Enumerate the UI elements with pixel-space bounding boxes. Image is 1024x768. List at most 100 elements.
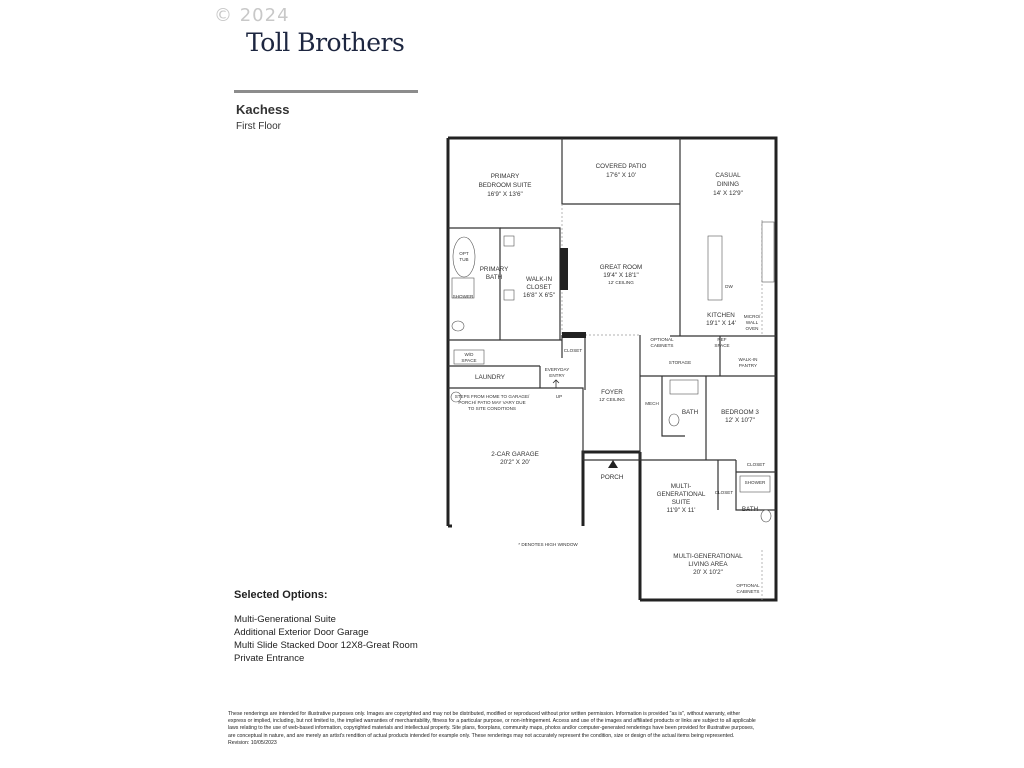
multigen-suite-label-2: GENERATIONAL [657,491,706,498]
svg-text:STEPS FROM HOME TO GARAGE/: STEPS FROM HOME TO GARAGE/ [455,394,530,399]
walk-in-closet-label: WALK-IN [526,276,552,283]
water-heater-icon [450,391,462,403]
svg-text:CABINETS: CABINETS [651,343,674,348]
svg-text:FOYER: FOYER [601,389,623,396]
bedroom3-dims: 12' X 10'7" [725,417,755,424]
svg-text:REF: REF [717,337,726,342]
svg-text:BATH: BATH [486,274,503,281]
garage-label: 2-CAR GARAGE [491,451,539,458]
great-room-dims: 19'4" X 18'1" [603,272,639,279]
option-item: Multi-Generational Suite [234,614,336,625]
svg-text:PRIMARY: PRIMARY [491,173,520,180]
svg-text:BATH: BATH [742,506,759,513]
svg-text:BEDROOM 3: BEDROOM 3 [721,409,759,416]
exterior-walls [446,136,778,602]
svg-text:20' X 10'2": 20' X 10'2" [693,569,723,576]
svg-text:OVEN: OVEN [745,326,758,331]
primary-suite-label-2: BEDROOM SUITE [479,182,532,189]
svg-text:KITCHEN: KITCHEN [707,312,735,319]
svg-text:MICRO/: MICRO/ [744,314,761,319]
svg-text:11'9" X 11': 11'9" X 11' [667,507,696,514]
multigen-bath-label: BATH [742,506,759,513]
garage-note-3: TO SITE CONDITIONS [468,406,516,411]
svg-text:OPT: OPT [459,251,469,256]
svg-text:MULTI-: MULTI- [671,483,692,490]
casual-dining-label-2: DINING [717,181,739,188]
room-labels: PRIMARY BEDROOM SUITE 16'9" X 13'6" COVE… [453,163,766,594]
tub-icon [452,236,476,278]
selected-options-title: Selected Options: [234,589,328,601]
primary-suite-dims: 16'9" X 13'6" [487,191,523,198]
svg-text:16'8" X 6'5": 16'8" X 6'5" [523,292,555,299]
multigen-suite-label: MULTI- [671,483,692,490]
toilet-icon [760,509,772,523]
primary-bath-label-2: BATH [486,274,503,281]
brand-logo: Toll Brothers [246,28,405,57]
tub-label-2: TUB [459,257,468,262]
legal-disclaimer: These renderings are intended for illust… [228,711,756,746]
svg-text:COVERED PATIO: COVERED PATIO [596,163,647,170]
shower-icon [739,475,771,493]
svg-text:PRIMARY: PRIMARY [480,266,509,273]
ref-space-label: REF [717,337,726,342]
svg-text:12' CEILING: 12' CEILING [599,397,625,402]
kitchen-counter [761,221,775,283]
multigen-suite-dims: 11'9" X 11' [667,507,696,514]
svg-text:STORAGE: STORAGE [669,360,691,365]
svg-text:CABINETS: CABINETS [737,589,760,594]
toilet-icon [668,413,680,427]
laundry-label: LAUNDRY [475,374,506,381]
svg-text:TUB: TUB [459,257,468,262]
shower-icon [451,277,475,299]
micro-oven-label-2: WALL [746,320,759,325]
sink-icon [503,289,515,301]
everyday-entry-label: EVERYDAY [545,367,570,372]
kitchen-island [707,235,723,301]
svg-text:PORCH: PORCH [601,474,624,481]
fireplace-icon [560,248,568,290]
svg-text:14' X 12'9": 14' X 12'9" [713,190,743,197]
primary-suite-label: PRIMARY [491,173,520,180]
svg-text:W/D: W/D [465,352,475,357]
floor-name: First Floor [236,121,281,132]
svg-text:16'9" X 13'6": 16'9" X 13'6" [487,191,523,198]
everyday-entry-label-2: ENTRY [549,373,565,378]
svg-text:WALK-IN: WALK-IN [739,357,758,362]
washer-dryer-icon [453,349,485,365]
kitchen-dims: 19'1" X 14' [706,320,736,327]
storage-label: STORAGE [669,360,691,365]
casual-dining-dims: 14' X 12'9" [713,190,743,197]
multigen-suite-label-3: SUITE [672,499,691,506]
great-room-ceiling: 12' CEILING [608,280,634,285]
svg-text:17'6" X 10': 17'6" X 10' [606,172,636,179]
bath-closet-label: CLOSET [747,462,766,467]
bath-label: BATH [682,409,699,416]
svg-text:SUITE: SUITE [672,499,691,506]
svg-text:CLOSET: CLOSET [715,490,734,495]
toilet-icon [451,320,465,332]
garage-dims: 20'2" X 20' [500,459,530,466]
svg-text:DINING: DINING [717,181,739,188]
copyright-watermark: © 2024 [214,5,290,26]
tub-label: OPT [459,251,469,256]
sink-icon [503,235,515,247]
ref-space-label-2: SPACE [714,343,729,348]
multigen-cabinets-label-2: CABINETS [737,589,760,594]
svg-text:CLOSET: CLOSET [564,348,583,353]
covered-patio-dims: 17'6" X 10' [606,172,636,179]
svg-text:OPTIONAL: OPTIONAL [650,337,674,342]
multigen-living-label-2: LIVING AREA [688,561,728,568]
walk-in-closet-label-2: CLOSET [526,284,551,291]
svg-text:MULTI-GENERATIONAL: MULTI-GENERATIONAL [673,553,743,560]
walk-in-closet-dims: 16'8" X 6'5" [523,292,555,299]
svg-text:SPACE: SPACE [461,358,476,363]
primary-bath-label: PRIMARY [480,266,509,273]
svg-text:19'1" X 14': 19'1" X 14' [706,320,736,327]
svg-text:BATH: BATH [682,409,699,416]
optional-cabinets-label: OPTIONAL [650,337,674,342]
svg-text:ENTRY: ENTRY [549,373,565,378]
covered-patio-label: COVERED PATIO [596,163,647,170]
great-room-label: GREAT ROOM [600,264,642,271]
svg-text:CASUAL: CASUAL [715,172,741,179]
micro-oven-label: MICRO/ [744,314,761,319]
